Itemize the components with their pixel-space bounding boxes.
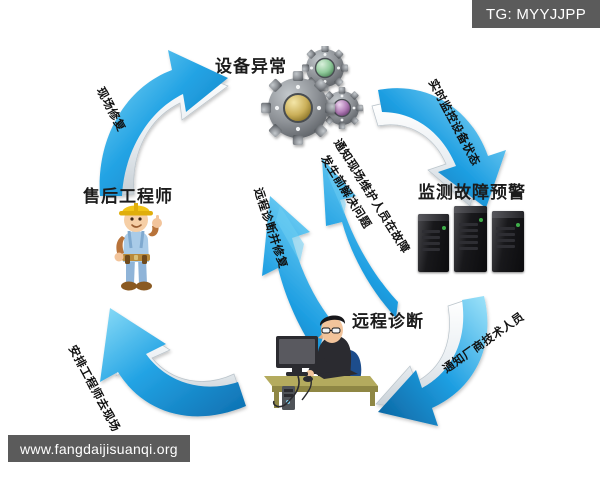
gears-icon xyxy=(258,45,364,150)
desk-worker-icon xyxy=(258,300,384,410)
arrow-top-left-shape xyxy=(99,50,229,197)
node-label-remote-diagnosis: 远程诊断 xyxy=(352,312,424,331)
server-rack-icon xyxy=(418,204,528,272)
node-label-device-abnormal: 设备异常 xyxy=(215,57,287,76)
node-label-monitor-warning: 监测故障预警 xyxy=(418,183,526,202)
server-tower-1 xyxy=(418,214,449,272)
engineer-icon xyxy=(100,200,172,295)
arrow-bottom-right-shape xyxy=(375,296,488,426)
server-tower-2 xyxy=(454,206,487,272)
node-label-field-engineer: 售后工程师 xyxy=(83,187,173,206)
site-url-watermark: www.fangdaijisuanqi.org xyxy=(8,435,190,462)
arrow-top-right-shape xyxy=(371,88,506,208)
telegram-tag-watermark: TG: MYYJJPP xyxy=(472,0,600,28)
arrow-bottom-left-shape xyxy=(100,308,246,417)
gear-small-right xyxy=(321,87,363,129)
arrow-center-left-shape xyxy=(262,196,328,356)
server-tower-3 xyxy=(492,211,524,272)
arrow-center-right-shape xyxy=(322,158,398,318)
gear-large xyxy=(261,71,335,145)
